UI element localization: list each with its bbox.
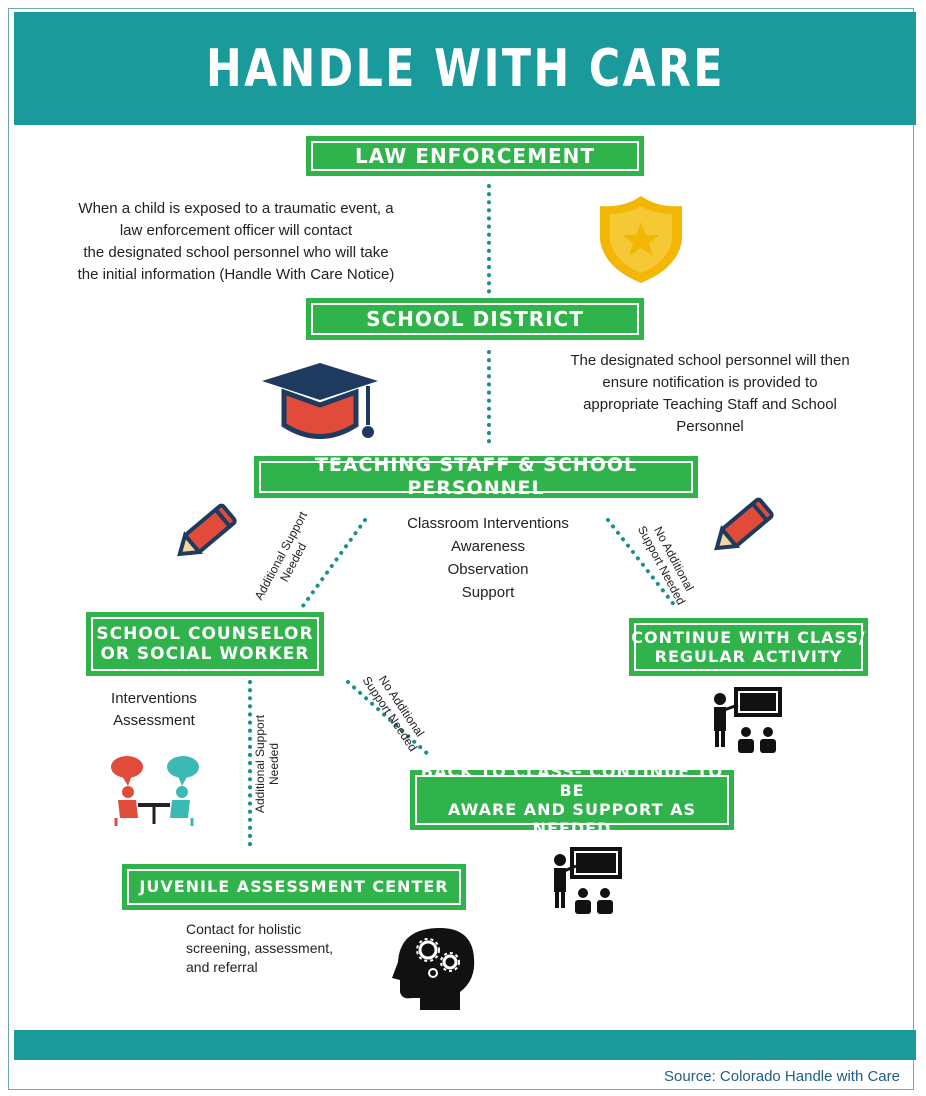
edge-label-line-1: Additional Support	[253, 714, 268, 814]
school-counselor-box: SCHOOL COUNSELOR OR SOCIAL WORKER	[86, 612, 324, 676]
back-to-class-line-2: AWARE AND SUPPORT AS NEEDED	[448, 800, 696, 839]
edge-label-additional-support-counselor: Additional Support Needed	[253, 715, 281, 813]
juvenile-desc-line-3: and referral	[186, 959, 258, 975]
teaching-staff-box: TEACHING STAFF & SCHOOL PERSONNEL	[254, 454, 698, 499]
teaching-staff-label: TEACHING STAFF & SCHOOL PERSONNEL	[314, 454, 638, 499]
back-to-class-line-1: BACK TO CLASS- CONTINUE TO BE	[420, 761, 724, 800]
school-counselor-label: SCHOOL COUNSELOR OR SOCIAL WORKER	[96, 624, 313, 665]
counselor-desc-line-1: Interventions	[111, 690, 197, 707]
class-desc-line-1: Classroom Interventions	[407, 515, 569, 532]
juvenile-desc-line-1: Contact for holistic	[186, 921, 302, 937]
law-desc-line-1: When a child is exposed to a traumatic e…	[78, 200, 394, 217]
law-enforcement-box: LAW ENFORCEMENT	[306, 136, 644, 176]
counselor-description: Interventions Assessment	[94, 688, 214, 732]
back-to-class-label: BACK TO CLASS- CONTINUE TO BE AWARE AND …	[410, 762, 734, 839]
conversation-icon	[111, 756, 199, 826]
page-title: HANDLE WITH CARE	[205, 38, 725, 99]
continue-class-line-1: CONTINUE WITH CLASS/	[631, 627, 866, 647]
class-desc-line-4: Support	[461, 584, 515, 601]
law-desc-line-4: the initial information (Handle With Car…	[77, 266, 395, 283]
district-desc-line-2: ensure notification is provided to	[602, 374, 818, 391]
footer-banner	[14, 1030, 916, 1060]
juvenile-assessment-label: JUVENILE ASSESSMENT CENTER	[139, 877, 449, 897]
classroom-teacher-icon	[554, 847, 622, 914]
district-desc-line-3: appropriate Teaching Staff and School	[583, 396, 837, 413]
connector-counselor-back	[346, 680, 432, 758]
police-badge-icon	[600, 196, 682, 283]
law-desc-line-2: law enforcement officer will contact	[119, 222, 353, 239]
edge-label-line-2: Needed	[267, 742, 282, 786]
class-desc-line-3: Observation	[447, 561, 529, 578]
continue-class-line-2: REGULAR ACTIVITY	[654, 647, 843, 666]
gears-head-icon	[392, 928, 475, 1010]
connector-teaching-counselor	[298, 518, 367, 612]
continue-class-label: CONTINUE WITH CLASS/ REGULAR ACTIVITY	[631, 628, 865, 666]
juvenile-assessment-box: JUVENILE ASSESSMENT CENTER	[122, 864, 466, 910]
school-district-label: SCHOOL DISTRICT	[366, 307, 584, 331]
continue-class-box: CONTINUE WITH CLASS/ REGULAR ACTIVITY	[629, 618, 868, 676]
school-district-description: The designated school personnel will the…	[530, 350, 890, 438]
juvenile-description: Contact for holistic screening, assessme…	[186, 920, 386, 977]
pencil-icon	[177, 503, 237, 557]
classroom-interventions-description: Classroom Interventions Awareness Observ…	[378, 512, 598, 604]
back-to-class-box: BACK TO CLASS- CONTINUE TO BE AWARE AND …	[410, 762, 734, 838]
law-enforcement-description: When a child is exposed to a traumatic e…	[36, 198, 436, 286]
source-credit: Source: Colorado Handle with Care	[664, 1068, 900, 1085]
law-enforcement-label: LAW ENFORCEMENT	[354, 144, 596, 168]
school-counselor-line-1: SCHOOL COUNSELOR	[96, 623, 314, 644]
law-desc-line-3: the designated school personnel who will…	[83, 244, 389, 261]
classroom-teacher-icon	[714, 687, 782, 753]
graduation-cap-icon	[262, 363, 378, 439]
connector-teaching-continue	[606, 518, 677, 608]
class-desc-line-2: Awareness	[451, 538, 525, 555]
school-district-box: SCHOOL DISTRICT	[306, 298, 644, 340]
district-desc-line-1: The designated school personnel will the…	[570, 352, 850, 369]
counselor-desc-line-2: Assessment	[113, 712, 195, 729]
title-banner: HANDLE WITH CARE	[14, 12, 916, 125]
juvenile-desc-line-2: screening, assessment,	[186, 940, 334, 956]
school-counselor-line-2: OR SOCIAL WORKER	[100, 644, 310, 664]
district-desc-line-4: Personnel	[676, 418, 744, 435]
pencil-icon	[714, 497, 774, 551]
infographic-frame	[8, 8, 914, 1090]
